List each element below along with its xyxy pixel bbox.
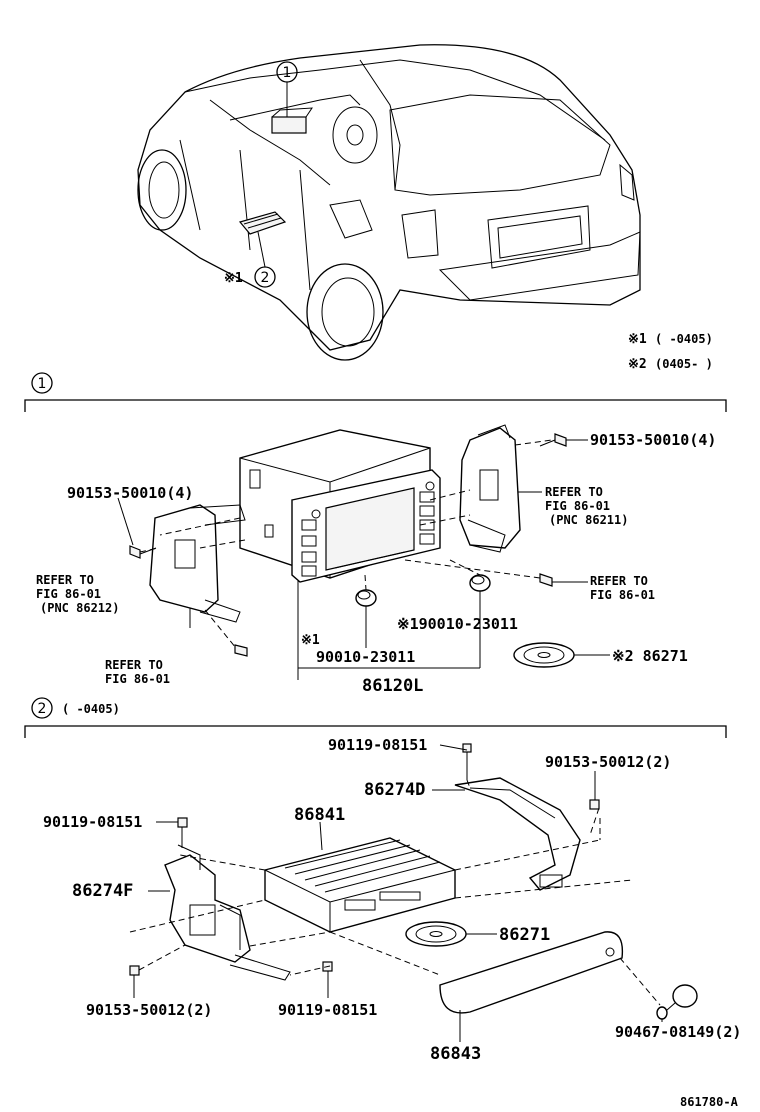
part-number-90153-50010-upper: 90153-50010(4): [590, 431, 716, 449]
bolt-icon: [129, 965, 140, 976]
bolt-icon: [589, 799, 600, 810]
part-number-cap-right: ※190010-23011: [397, 615, 518, 633]
part-number-90119-08151-bottom: 90119-08151: [278, 1001, 377, 1019]
left-bracket: [149, 504, 246, 628]
part-number-86274f: 86274F: [72, 881, 133, 901]
cover-86843: [439, 931, 624, 1014]
part-number-assembly: 86120L: [362, 676, 423, 696]
section-1: 1: [24, 372, 727, 696]
note-2-marker: ※2: [628, 357, 647, 372]
section-1-marker: 1: [38, 376, 47, 392]
bolt-icon: [234, 644, 248, 657]
amplifier-unit: [264, 837, 456, 933]
screw-icon: [462, 743, 472, 780]
bolt-icon: [539, 573, 553, 587]
part-number-90153-50010-left: 90153-50010(4): [67, 484, 193, 502]
part-number-86843: 86843: [430, 1044, 481, 1064]
part-number-90119-08151-top: 90119-08151: [328, 736, 427, 754]
bracket-86274f: [164, 844, 291, 981]
cap-icon: [469, 574, 491, 592]
disc-icon: [405, 921, 467, 947]
callout-2: 2: [261, 270, 270, 286]
part-number-86841: 86841: [294, 805, 345, 825]
refer-label: (PNC 86212): [40, 601, 119, 615]
part-number-90153-50012-right: 90153-50012(2): [545, 753, 671, 771]
callout-1: 1: [283, 65, 292, 81]
bolt-icon: [539, 433, 567, 447]
part-number-90153-50012-left: 90153-50012(2): [86, 1001, 212, 1019]
cap-icon: [355, 589, 377, 607]
refer-label: REFER TO: [105, 658, 163, 672]
refer-label: REFER TO: [590, 574, 648, 588]
refer-label: FIG 86-01: [545, 499, 610, 513]
screw-icon: [177, 817, 188, 848]
applicability-notes: ※1 ( -0405) ※2 (0405- ): [628, 332, 713, 372]
disc-icon: [513, 642, 575, 668]
bracket-86274d: [454, 777, 581, 891]
refer-label: REFER TO: [36, 573, 94, 587]
refer-label: FIG 86-01: [590, 588, 655, 602]
note-1-range: ( -0405): [655, 332, 713, 346]
refer-label: (PNC 86211): [549, 513, 628, 527]
section-2-range: ( -0405): [62, 702, 120, 716]
cap-left-note: ※1: [301, 633, 320, 648]
clip-icon: [656, 984, 698, 1020]
section-2: 2 ( -0405): [24, 697, 741, 1064]
section-2-marker: 2: [38, 701, 47, 717]
right-bracket: [459, 424, 521, 553]
refer-label: FIG 86-01: [105, 672, 170, 686]
part-number-90467-08149: 90467-08149(2): [615, 1023, 741, 1041]
bolt-icon: [129, 545, 157, 559]
navigation-unit: [239, 429, 441, 583]
part-number-86274d: 86274D: [364, 780, 425, 800]
vehicle-illustration: 1 2 ※1: [137, 44, 641, 361]
note-1-marker: ※1: [628, 332, 647, 347]
part-number-disc: ※2 86271: [612, 647, 688, 665]
callout-2-note: ※1: [224, 271, 243, 286]
part-number-cap-left: 90010-23011: [316, 648, 415, 666]
part-number-90119-08151-left: 90119-08151: [43, 813, 142, 831]
refer-label: FIG 86-01: [36, 587, 101, 601]
refer-label: REFER TO: [545, 485, 603, 499]
note-2-range: (0405- ): [655, 357, 713, 371]
figure-code: 861780-A: [680, 1095, 739, 1109]
part-number-86271: 86271: [499, 925, 550, 945]
